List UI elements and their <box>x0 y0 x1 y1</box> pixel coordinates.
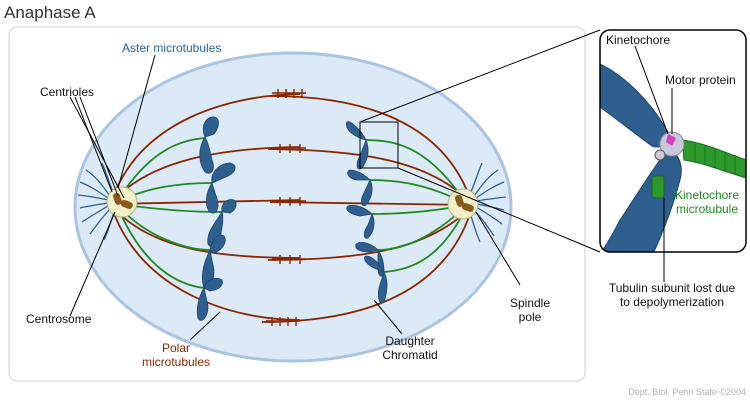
spindle-pole-label-line2: pole <box>519 310 542 324</box>
centriole <box>454 194 464 207</box>
centrosome-label: Centrosome <box>26 312 92 326</box>
credit-text: Dept. Biol. Penn State ©2004 <box>628 387 746 397</box>
centrosome-right <box>447 188 479 220</box>
daughter-chromatid-label-line2: Chromatid <box>382 348 437 362</box>
kinetochore-microtubule-label-line2: microtubule <box>676 202 738 216</box>
diagram-title: Anaphase A <box>4 3 96 22</box>
inset-microtubule-ridges <box>694 144 736 174</box>
zoom-line-top <box>359 29 601 123</box>
kinetochore-inset <box>599 29 747 253</box>
centriole <box>112 192 122 205</box>
inset-motor-protein <box>666 134 676 146</box>
polar-microtubule-8 <box>269 201 473 206</box>
zoom-line-bottom <box>397 167 601 253</box>
polar-microtubules-label-line1: Polar <box>162 341 190 355</box>
motor-protein-label: Motor protein <box>665 73 736 87</box>
centriole <box>120 199 133 209</box>
kinetochore-label: Kinetochore <box>606 33 670 47</box>
polar-microtubule-6 <box>269 95 473 205</box>
centriole <box>461 202 474 212</box>
polar-microtubules-label-line2: microtubules <box>142 355 210 369</box>
cell-body <box>73 51 513 363</box>
polar-microtubule-5 <box>111 207 301 321</box>
centrosome-left <box>106 186 138 218</box>
daughter-chromatid-label-line1: Daughter <box>385 334 434 348</box>
centrioles-label: Centrioles <box>40 85 94 99</box>
zoom-region-box <box>359 121 399 169</box>
chromatids-left <box>196 116 237 321</box>
aster-microtubules-label: Aster microtubules <box>122 41 221 55</box>
kinetochore-microtubule-label-line1: Kinetochore <box>675 188 739 202</box>
overlap-marks <box>266 89 306 326</box>
inset-kinetochore-microtubule <box>681 139 746 179</box>
aster-left <box>77 162 115 241</box>
tubulin-label-line1: Tubulin subunit lost due <box>609 281 736 295</box>
leader-lines <box>69 45 673 341</box>
inset-tubulin-subunit <box>651 175 665 199</box>
spindle-pole-label-line1: Spindle <box>510 296 550 310</box>
tubulin-label-line2: to depolymerization <box>620 295 724 309</box>
